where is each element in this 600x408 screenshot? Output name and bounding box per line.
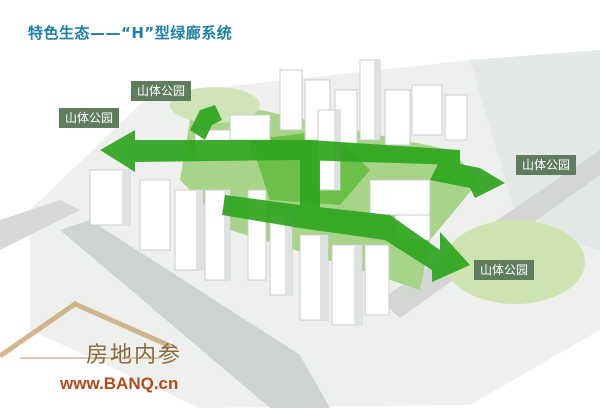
corridor-upper-right-arrow — [430, 160, 505, 198]
park-label-right-upper: 山体公园 — [516, 155, 577, 175]
road-left-diagonal — [0, 200, 80, 250]
watermark-roof-logo — [0, 301, 172, 359]
road-bottom — [60, 220, 330, 408]
surrounding-area-right — [470, 50, 600, 250]
watermark-url: www.BANQ.cn — [60, 374, 179, 393]
corridor-vertical — [300, 160, 320, 210]
park-label-top-left: 山体公园 — [59, 108, 120, 128]
corridor-upper-left-arrow — [100, 130, 460, 172]
corridor-top-left-arrow — [190, 105, 222, 140]
green-corridor — [100, 105, 505, 282]
park-label-top-center: 山体公园 — [131, 81, 192, 101]
corridor-lower — [222, 195, 470, 282]
park-label-right-lower: 山体公园 — [474, 260, 535, 280]
watermark-chinese: 房地内参 — [86, 343, 183, 368]
page-title: 特色生态——“H”型绿廊系统 — [28, 24, 233, 42]
